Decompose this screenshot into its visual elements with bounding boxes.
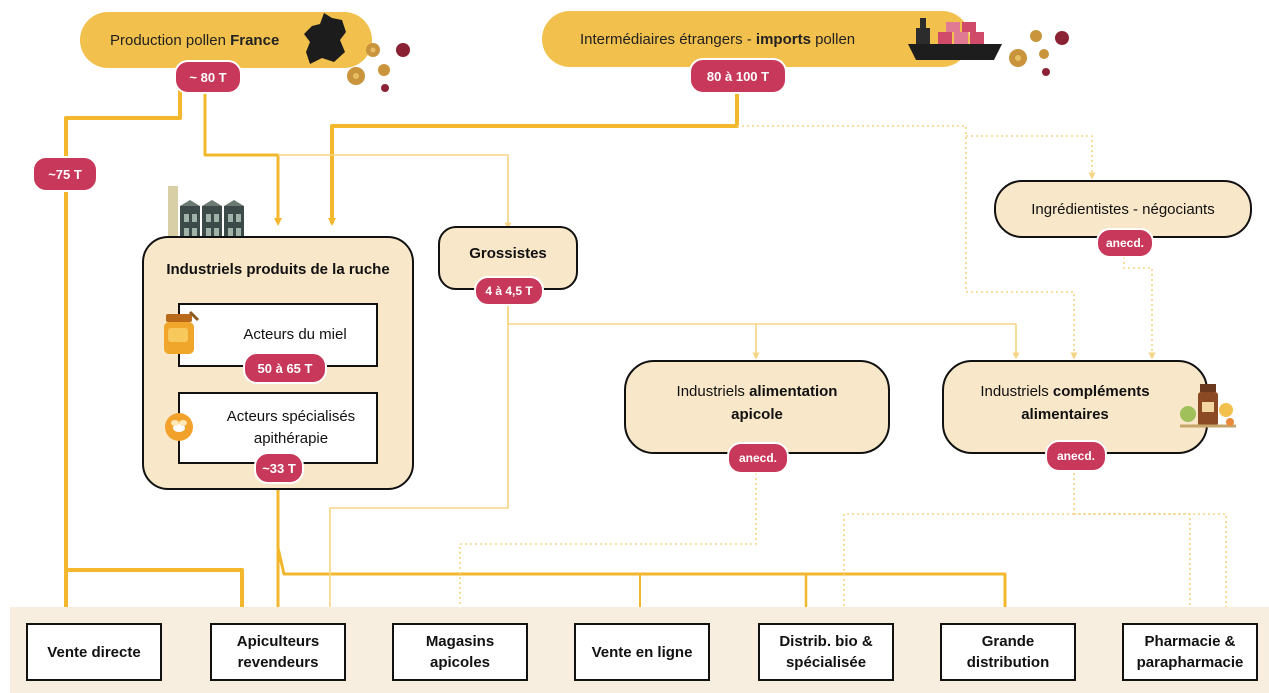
- destination-vente-en-ligne: Vente en ligne: [574, 623, 710, 681]
- source-france-quantity-badge: ~ 80 T: [174, 60, 242, 94]
- node-complements-quantity-badge: anecd.: [1045, 440, 1107, 472]
- node-grossistes-quantity-badge: 4 à 4,5 T: [474, 276, 544, 306]
- node-grossistes-label: Grossistes: [469, 244, 547, 262]
- source-imports-label: Intermédiaires étrangers - imports polle…: [580, 30, 856, 48]
- honey-jar-icon: [164, 310, 200, 354]
- destination-distrib-bio: Distrib. bio & spécialisée: [758, 623, 894, 681]
- destination-vente-directe: Vente directe: [26, 623, 162, 681]
- node-ingredientistes-label: Ingrédientistes - négociants: [1031, 200, 1215, 218]
- node-acteurs-apitherapie-label: Acteurs spécialisés apithérapie: [226, 408, 356, 447]
- source-imports: Intermédiaires étrangers - imports polle…: [542, 11, 970, 67]
- node-alimentation-apicole: Industriels alimentation apicole: [624, 360, 890, 454]
- supplement-bottles-icon: [1180, 384, 1236, 428]
- node-industriels-ruche-title: Industriels produits de la ruche: [166, 261, 390, 278]
- destination-grande-distribution: Grande distribution: [940, 623, 1076, 681]
- node-acteurs-miel-quantity-badge: 50 à 65 T: [243, 352, 327, 384]
- destination-apiculteurs-revendeurs: Apiculteurs revendeurs: [210, 623, 346, 681]
- flow-alimentation-magasins: [459, 468, 757, 620]
- node-alimentation-apicole-quantity-badge: anecd.: [727, 442, 789, 474]
- flow-imports-ingredientistes: [966, 135, 1096, 180]
- node-complements-label: Industriels compléments alimentaires: [980, 383, 1150, 423]
- source-france-label: Production pollen France: [110, 31, 280, 49]
- flow-industriels-distribution: [276, 546, 1009, 616]
- node-acteurs-apitherapie-quantity-badge: ~33 T: [254, 452, 304, 484]
- flow-complements-pharmacie-2: [1074, 513, 1191, 620]
- pollen-grain-icon: [347, 43, 410, 92]
- flow-ingredientistes-complements: [1123, 252, 1156, 360]
- france-map-icon: [304, 13, 346, 64]
- flow-france-industriels: [203, 82, 282, 226]
- flow-imports-right: [737, 125, 1078, 360]
- bee-icon: [165, 413, 193, 441]
- cargo-ship-icon: [908, 18, 1002, 60]
- node-acteurs-miel: Acteurs du miel: [178, 303, 378, 367]
- flow-grossistes-apiculteurs: [329, 300, 509, 620]
- flow-imports-industriels: [328, 86, 739, 226]
- source-imports-quantity-badge: 80 à 100 T: [689, 58, 787, 94]
- node-ingredientistes-quantity-badge: anecd.: [1096, 228, 1154, 258]
- flow-france-grossistes: [278, 154, 512, 230]
- destination-pharmacie: Pharmacie & parapharmacie: [1122, 623, 1258, 681]
- pollen-grain-icon: [1009, 30, 1069, 76]
- flow-direct-apiculteurs: [64, 568, 246, 616]
- flow-direct-quantity-badge: ~75 T: [32, 156, 98, 192]
- flow-grossistes-alimentation: [507, 300, 760, 360]
- destination-magasins-apicoles: Magasins apicoles: [392, 623, 528, 681]
- flow-grossistes-complements: [756, 323, 1020, 360]
- flow-complements-bio: [843, 513, 1074, 620]
- node-alimentation-apicole-label: Industriels alimentation apicole: [676, 383, 838, 423]
- flow-france-vente-directe: [62, 82, 182, 616]
- flow-complements-pharmacie: [1073, 468, 1227, 620]
- node-acteurs-miel-label: Acteurs du miel: [243, 326, 347, 343]
